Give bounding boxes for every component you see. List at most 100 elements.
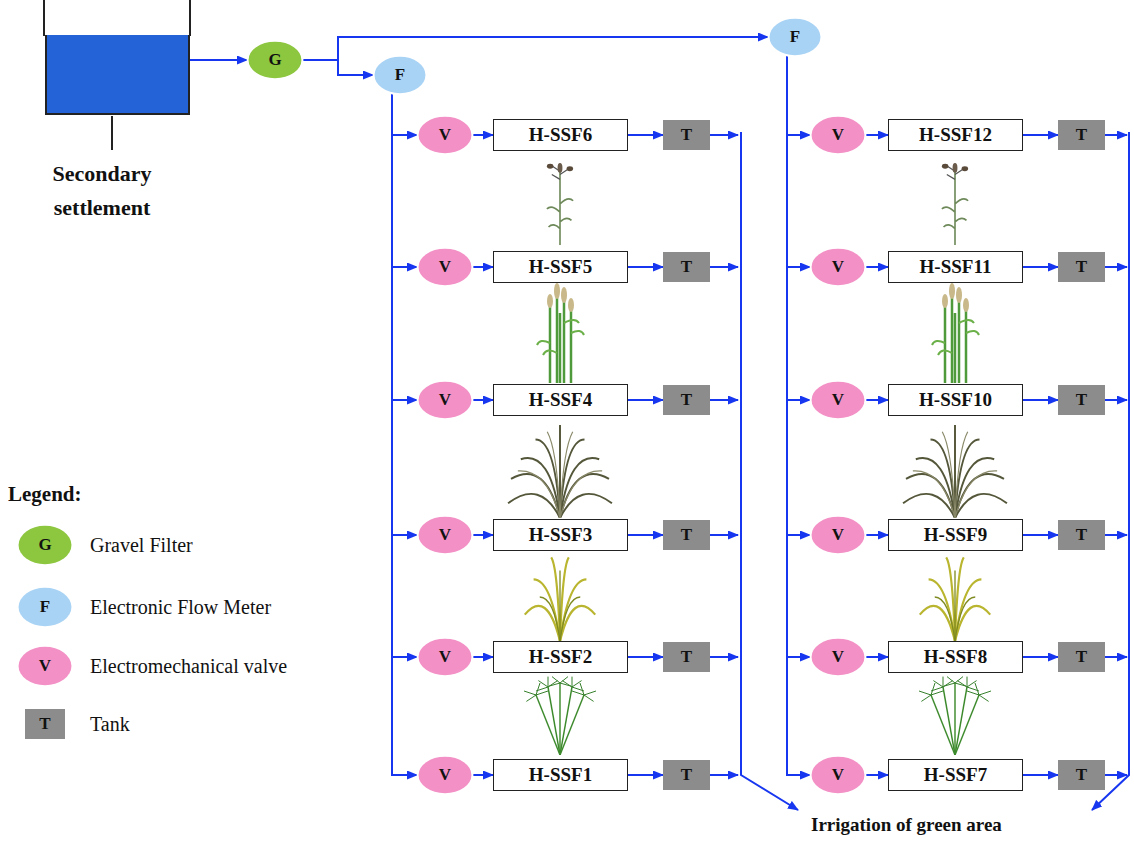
wetland-box: H-SSF10 [888,384,1023,416]
legend-swatch: V [18,646,72,686]
symbol-letter: T [681,525,692,545]
symbol-letter: T [1076,257,1087,277]
valve: V [417,755,473,795]
symbol-letter: F [395,65,405,85]
symbol-letter: V [832,125,844,145]
tank-box: T [1058,642,1105,672]
wetland-box: H-SSF4 [493,384,628,416]
flow-arrow [787,55,810,535]
tank-box: T [1058,385,1105,415]
symbol-letter: T [681,765,692,785]
legend-text: Gravel Filter [90,534,193,557]
flow-arrow [628,774,663,776]
valve-outline-shape [418,638,473,676]
wetland-name: H-SSF1 [529,764,592,786]
legend-row: G Gravel Filter [18,525,193,565]
symbol-letter: G [268,50,281,70]
flow-arrow [628,534,663,536]
valve-outline-shape [418,248,473,286]
flow-arrow [866,534,888,536]
valve: V [810,515,866,555]
symbol-letter: T [1076,390,1087,410]
valve: V [417,637,473,677]
flow-arrow [628,266,663,268]
symbol-letter: T [1076,647,1087,667]
settlement-tank: Secondary settlement [45,35,190,115]
flow-arrow [303,60,373,75]
tank-box: T [1058,520,1105,550]
valve: V [810,380,866,420]
tank-box: T [663,760,710,790]
symbol-letter: V [439,647,451,667]
symbol-letter: T [681,125,692,145]
flow-meter: F [768,17,822,57]
flow-arrow [392,93,417,535]
legend-color [19,588,72,626]
symbol-letter: V [832,647,844,667]
flow-arrow [866,134,888,136]
outlet-label: Irrigation of green area [808,814,1005,836]
wetland-box: H-SSF8 [888,641,1023,673]
symbol-letter: F [40,597,50,617]
wetland-box: H-SSF7 [888,759,1023,791]
wetland-name: H-SSF8 [924,646,987,668]
valve: V [810,247,866,287]
legend-swatch: T [25,709,65,739]
symbol-letter: V [439,390,451,410]
legend-color [19,526,72,564]
wetland-box: H-SSF11 [888,251,1023,283]
wetland-name: H-SSF7 [924,764,987,786]
flow-arrow [392,93,417,267]
flow-arrow [1023,134,1058,136]
valve-outline-shape [811,381,866,419]
symbol-letter: V [832,525,844,545]
flow-arrow [392,93,417,400]
flow-arrow [787,55,810,267]
tank-box: T [1058,252,1105,282]
flow-arrow [473,656,493,658]
flow-arrow [392,93,417,657]
valve: V [417,247,473,287]
flow-arrow [473,134,493,136]
tank-box: T [663,520,710,550]
wetland-box: H-SSF5 [493,251,628,283]
tank-box: T [1058,760,1105,790]
gravel-filter: G [247,40,303,80]
valve-outline-shape [418,756,473,794]
valve: V [810,755,866,795]
flow-arrow [1023,534,1058,536]
symbol-letter: G [38,535,51,555]
gravel-filter-outline-shape [248,41,303,79]
flow-arrow [473,774,493,776]
tank-box: T [663,252,710,282]
symbol-letter: T [1076,125,1087,145]
valve: V [417,515,473,555]
flow-arrow [866,399,888,401]
wetland-box: H-SSF6 [493,119,628,151]
symbol-letter: V [832,765,844,785]
valve-outline-shape [418,116,473,154]
wetland-name: H-SSF6 [529,124,592,146]
legend-text: Electromechanical valve [90,655,287,678]
wetland-name: H-SSF11 [920,256,992,278]
legend-text: Electronic Flow Meter [90,596,271,619]
symbol-letter: F [790,27,800,47]
flow-arrow [1023,774,1058,776]
flow-arrow [628,134,663,136]
valve: V [417,115,473,155]
symbol-letter: T [681,647,692,667]
symbol-letter: T [1076,525,1087,545]
flow-arrow [303,37,768,60]
flow-arrow [1023,266,1058,268]
wetland-name: H-SSF10 [919,389,992,411]
symbol-letter: V [832,257,844,277]
wetland-box: H-SSF1 [493,759,628,791]
legend-color [19,647,72,685]
legend-swatch: F [18,587,72,627]
flow-arrow [473,266,493,268]
valve-outline-shape [811,516,866,554]
wetland-name: H-SSF9 [924,524,987,546]
flow-arrow [866,266,888,268]
flow-meter-outline-shape [374,56,427,94]
symbol-letter: T [1076,765,1087,785]
